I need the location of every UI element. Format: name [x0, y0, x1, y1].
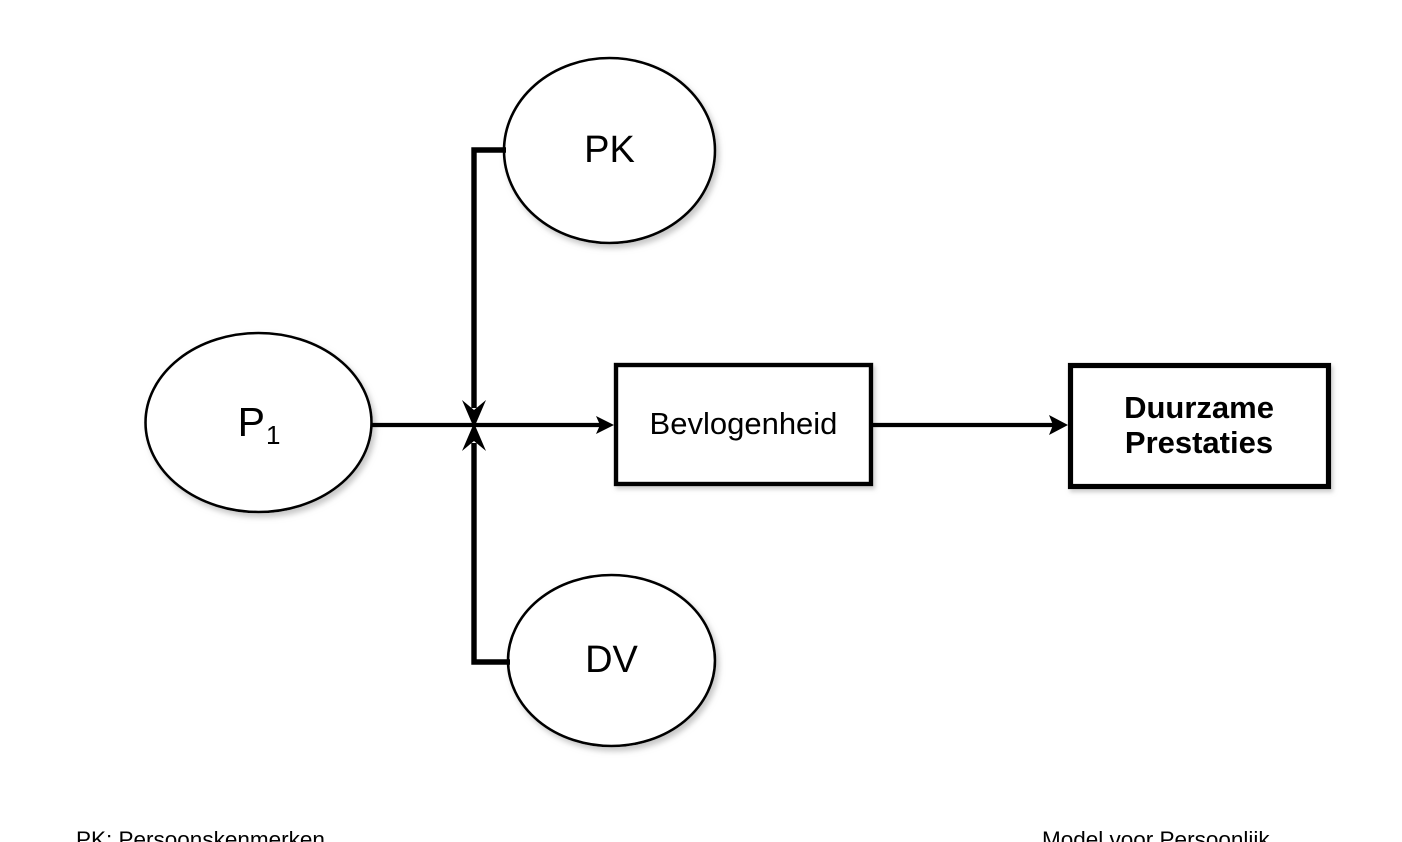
node-dv-shape	[506, 573, 717, 748]
node-pk-shape	[502, 56, 717, 245]
edge-dv-moderator-elbow	[471, 443, 510, 665]
legend-abbreviations: PK: Persoonskenmerken DV: Drijfveren	[76, 760, 325, 842]
source-citation: Model voor Persoonlijk Leiderschap (Kodd…	[1042, 760, 1326, 842]
edge-pk-moderator-elbow	[471, 147, 506, 408]
node-p1-shape	[144, 331, 373, 514]
edge-pk-moderator-arrowhead	[462, 400, 486, 428]
edge-dv-moderator-arrowhead	[462, 423, 486, 451]
node-bevlogenheid-shape	[613, 362, 874, 487]
edge-bevlogenheid-to-duurzame-arrowhead	[1049, 415, 1068, 435]
source-citation-line1: Model voor Persoonlijk	[1042, 826, 1270, 842]
node-duurzame-prestaties-shape	[1067, 362, 1332, 490]
legend-line-pk: PK: Persoonskenmerken	[76, 826, 325, 842]
edge-p1-to-bevlogenheid-arrowhead	[596, 416, 614, 434]
